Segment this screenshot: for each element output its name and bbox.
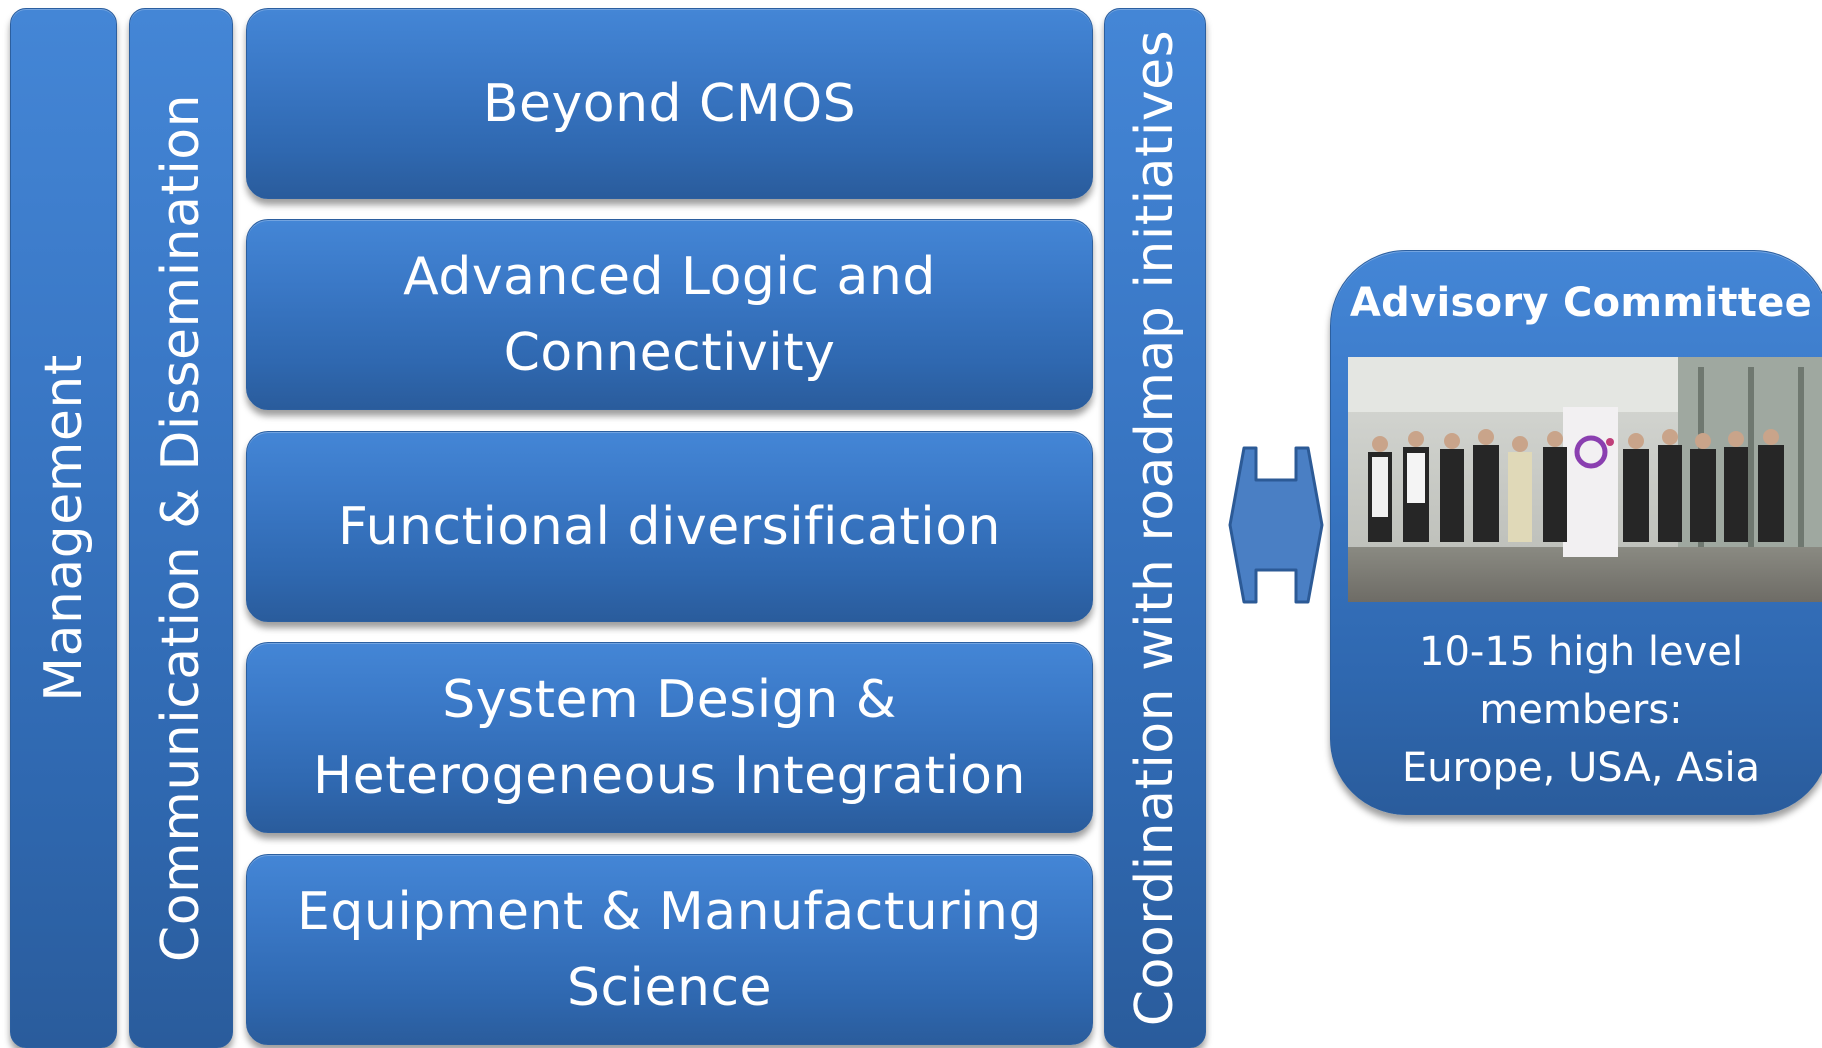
coordination-bar: Coordination with roadmap initiatives xyxy=(1104,8,1206,1048)
double-arrow-icon xyxy=(1228,446,1324,604)
focus-area-functional-diversification: Functional diversification xyxy=(246,431,1093,622)
focus-area-label: Advanced Logic and Connectivity xyxy=(403,246,936,383)
communication-dissemination-bar: Communication & Dissemination xyxy=(129,8,233,1048)
management-label: Management xyxy=(33,354,94,702)
focus-area-label: Beyond CMOS xyxy=(482,73,857,134)
focus-area-advanced-logic: Advanced Logic and Connectivity xyxy=(246,219,1093,410)
coordination-label: Coordination with roadmap initiatives xyxy=(1125,29,1185,1027)
focus-area-label: Equipment & Manufacturing Science xyxy=(297,881,1042,1018)
focus-area-system-design: System Design & Heterogeneous Integratio… xyxy=(246,642,1093,833)
focus-area-label: Functional diversification xyxy=(338,496,1001,557)
management-bar: Management xyxy=(10,8,117,1048)
group-photo xyxy=(1348,357,1822,602)
communication-dissemination-label: Communication & Dissemination xyxy=(151,93,211,963)
advisory-committee-description: 10-15 high level members: Europe, USA, A… xyxy=(1401,629,1761,791)
advisory-committee-title: Advisory Committee xyxy=(1349,280,1813,326)
focus-area-equipment-manufacturing: Equipment & Manufacturing Science xyxy=(246,854,1093,1045)
focus-area-beyond-cmos: Beyond CMOS xyxy=(246,8,1093,199)
advisory-committee-panel: Advisory Committee xyxy=(1330,250,1822,815)
focus-area-label: System Design & Heterogeneous Integratio… xyxy=(313,669,1026,806)
group-photo-image xyxy=(1348,357,1822,602)
